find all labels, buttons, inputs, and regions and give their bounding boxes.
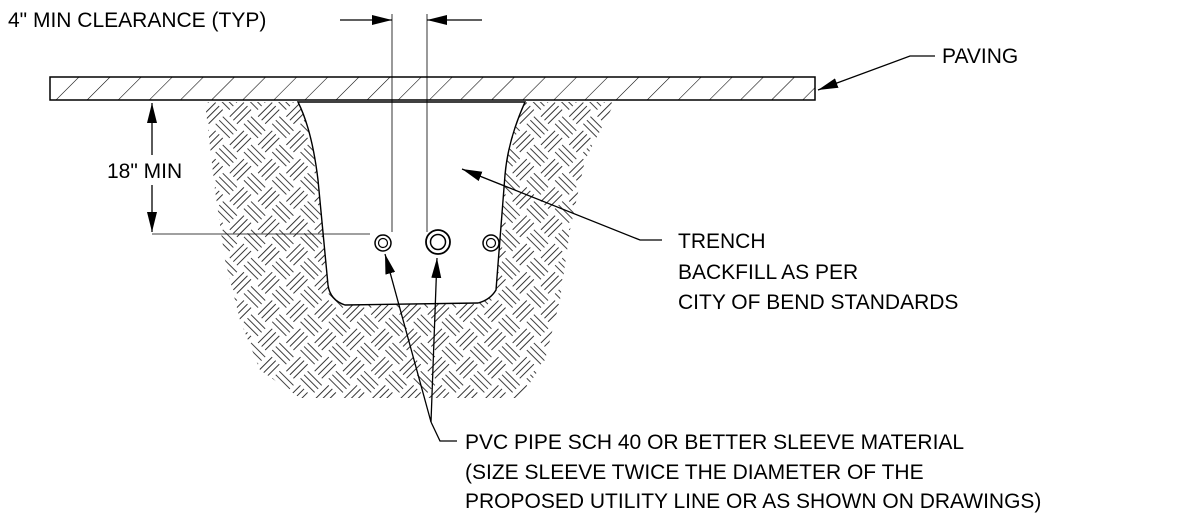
clearance-label: 4" MIN CLEARANCE (TYP) xyxy=(8,9,266,32)
pipe-leader xyxy=(430,421,457,442)
trench-backfill xyxy=(296,101,527,306)
pipe-label-line-1: PVC PIPE SCH 40 OR BETTER SLEEVE MATERIA… xyxy=(465,431,964,454)
pipe-leader-arrow-center xyxy=(430,257,442,423)
paving-leader xyxy=(817,55,935,91)
trench-label: TRENCH xyxy=(678,230,766,253)
paving-slab xyxy=(49,76,816,101)
pipe-large-center xyxy=(425,229,451,255)
depth-label: 18" MIN xyxy=(107,160,182,183)
backfill-label-line-1: BACKFILL AS PER xyxy=(678,261,858,284)
paving-label: PAVING xyxy=(942,45,1018,68)
pipe-small-left xyxy=(374,234,392,252)
pipe-leader-arrow-left xyxy=(384,253,432,423)
pipe-label-line-2: (SIZE SLEEVE TWICE THE DIAMETER OF THE xyxy=(465,461,924,484)
pipe-small-right xyxy=(482,234,500,252)
pipe-label-line-3: PROPOSED UTILITY LINE OR AS SHOWN ON DRA… xyxy=(465,490,1041,513)
trench-leader xyxy=(461,168,662,241)
backfill-label-line-2: CITY OF BEND STANDARDS xyxy=(678,291,958,314)
